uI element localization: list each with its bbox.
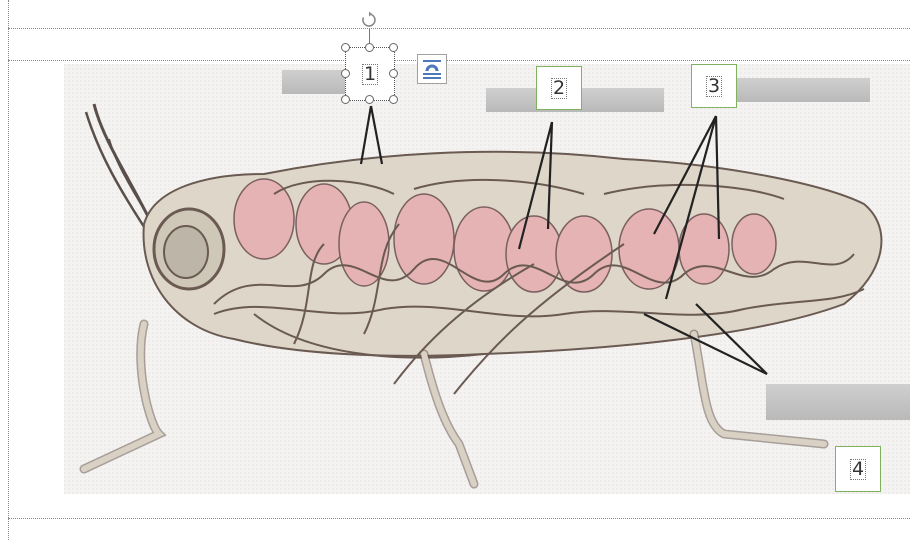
label-box-1[interactable]: 1 [345, 47, 395, 101]
resize-handle-top-left[interactable] [341, 43, 350, 52]
resize-handle-left[interactable] [341, 69, 350, 78]
resize-handle-bottom-right[interactable] [389, 95, 398, 104]
grasshopper-anatomy-image[interactable] [64, 64, 910, 494]
answer-mask-3 [734, 78, 870, 102]
resize-handle-top-right[interactable] [389, 43, 398, 52]
rotate-icon[interactable] [360, 11, 378, 29]
label-number-4[interactable]: 4 [850, 459, 866, 480]
layout-options-icon[interactable] [417, 54, 447, 84]
answer-mask-4 [766, 384, 910, 420]
resize-handle-right[interactable] [389, 69, 398, 78]
rotate-handle-stem [369, 29, 370, 43]
page-header-divider [8, 60, 910, 61]
resize-handle-bottom[interactable] [365, 95, 374, 104]
label-number-3[interactable]: 3 [706, 76, 722, 97]
label-box-4[interactable]: 4 [835, 446, 881, 492]
label-box-2[interactable]: 2 [536, 66, 582, 110]
label-number-2[interactable]: 2 [551, 78, 567, 99]
page-margin-line [8, 0, 9, 540]
resize-handle-top[interactable] [365, 43, 374, 52]
page-top-border-line [8, 28, 910, 29]
label-number-1[interactable]: 1 [362, 64, 378, 85]
grasshopper-drawing [64, 64, 910, 494]
resize-handle-bottom-left[interactable] [341, 95, 350, 104]
page-footer-divider [8, 518, 910, 519]
label-box-3[interactable]: 3 [691, 64, 737, 108]
